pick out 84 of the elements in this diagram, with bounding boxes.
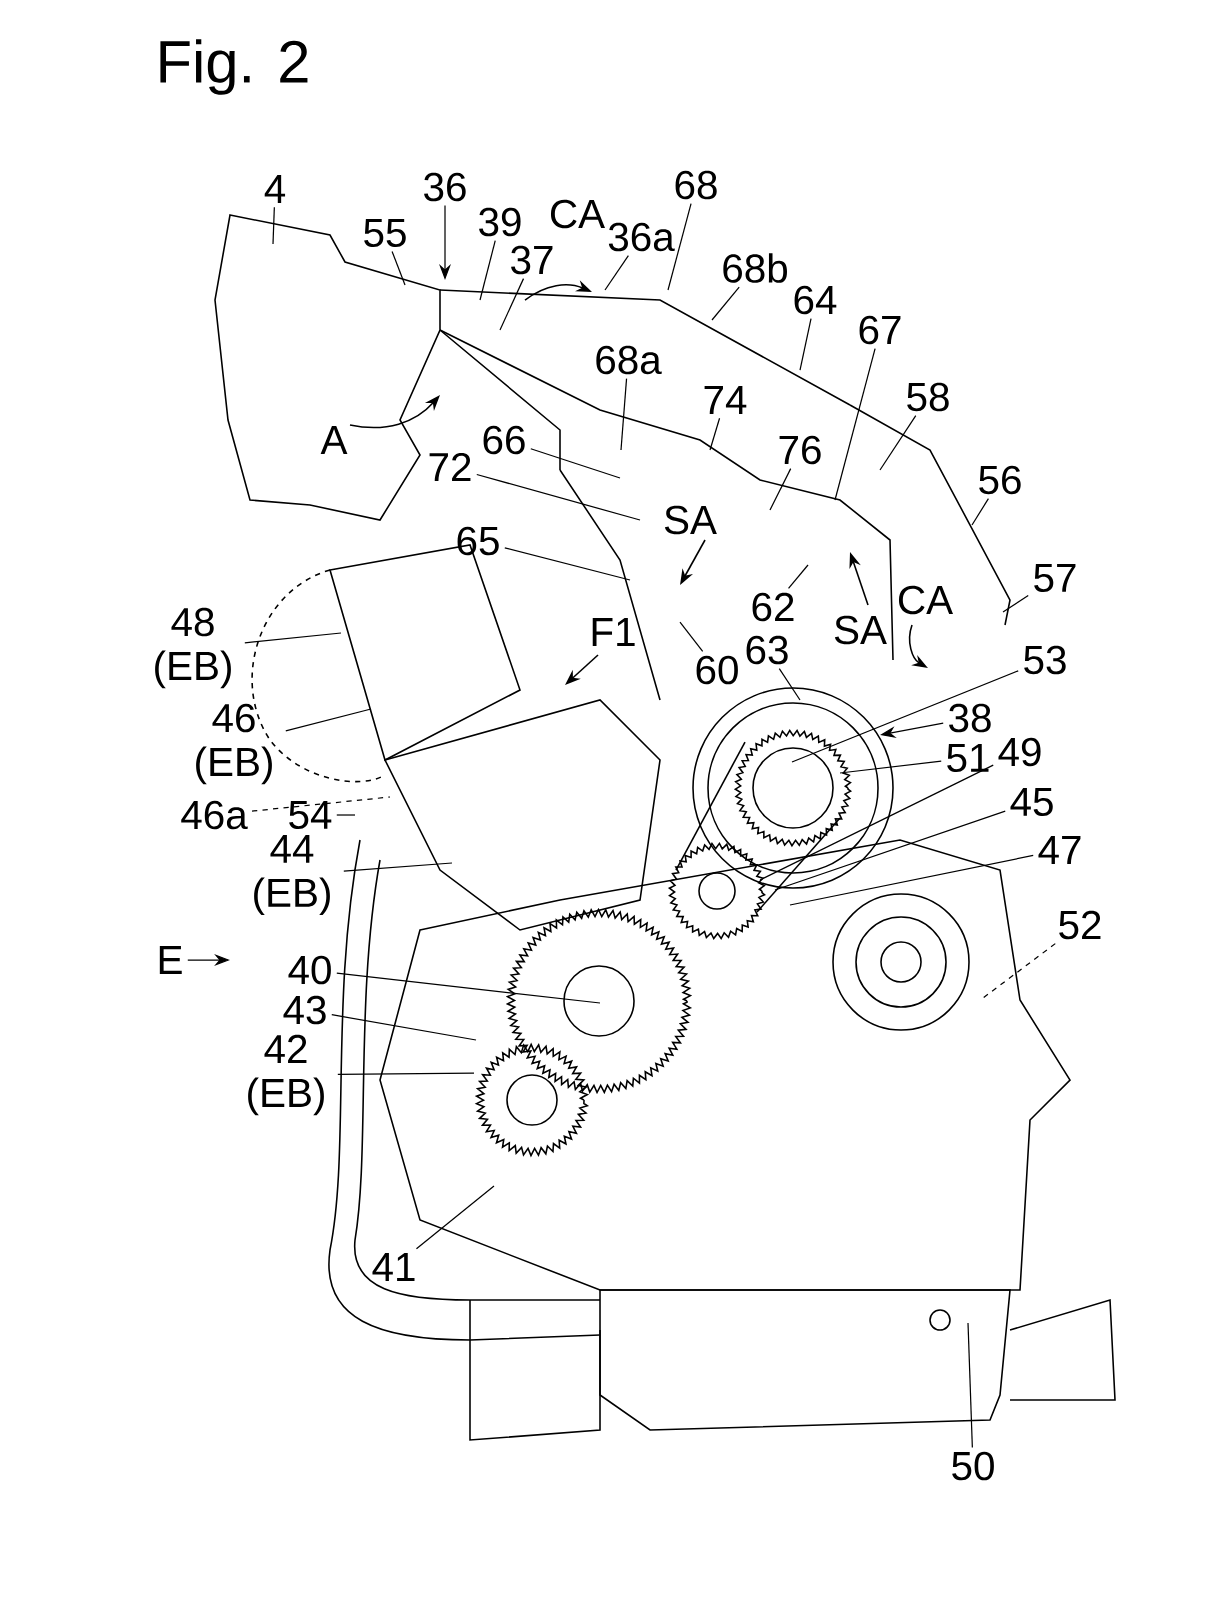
flow-label: SA xyxy=(664,505,717,535)
callout-number: 43 xyxy=(283,995,326,1025)
callout-number: 67 xyxy=(859,315,901,345)
leader-line xyxy=(336,814,356,816)
leader-line xyxy=(791,670,1019,763)
callout-number: 50 xyxy=(952,1451,994,1481)
leader-line xyxy=(415,1185,495,1250)
leader-line xyxy=(251,796,391,812)
callout-number: 64 xyxy=(794,285,837,315)
callout-number: 55 xyxy=(364,218,406,248)
callout-number: 46a xyxy=(181,800,248,830)
leader-line xyxy=(244,632,342,644)
flow-label: A xyxy=(320,426,348,454)
leader-line xyxy=(709,417,721,451)
leader-line xyxy=(499,278,525,331)
callout-number: 54 xyxy=(289,800,332,830)
callout-number: 42 (EB) xyxy=(248,1034,324,1116)
callout-number: 41 xyxy=(372,1253,415,1281)
leader-line xyxy=(834,348,876,501)
callout-number: 47 xyxy=(1038,836,1081,864)
callout-number: 65 xyxy=(457,526,499,556)
callout-number: 76 xyxy=(779,435,821,465)
callout-number: 58 xyxy=(907,382,949,412)
leader-line xyxy=(336,972,601,1004)
leader-line xyxy=(391,250,406,286)
callout-number: 68 xyxy=(675,170,717,200)
callout-number: 57 xyxy=(1034,563,1076,593)
callout-number: 40 xyxy=(288,955,331,985)
callout-number: 72 xyxy=(429,452,471,482)
leader-line xyxy=(967,1322,973,1449)
callout-number: 45 xyxy=(1010,787,1053,817)
callout-number: 53 xyxy=(1024,645,1066,675)
leader-line xyxy=(982,943,1056,999)
callout-number: 68a xyxy=(596,345,662,375)
leader-line xyxy=(343,862,453,872)
callout-number: 66 xyxy=(483,425,525,455)
callout-number: 68b xyxy=(723,253,787,283)
leader-line xyxy=(799,318,812,371)
leader-line xyxy=(769,468,792,511)
leader-line xyxy=(679,621,704,652)
callout-number: 36a xyxy=(608,222,675,252)
callout-number: 62 xyxy=(752,592,794,622)
callout-number: 74 xyxy=(704,386,747,414)
leader-line xyxy=(479,240,496,301)
leader-line xyxy=(667,203,692,291)
leader-line xyxy=(337,1072,475,1076)
flow-label: CA xyxy=(899,585,953,615)
flow-label: CA xyxy=(551,199,605,229)
leader-line xyxy=(620,378,628,451)
leader-line xyxy=(778,668,801,701)
flow-label: F1 xyxy=(592,618,635,646)
callout-number: 38 xyxy=(949,703,991,733)
leader-line xyxy=(787,564,809,589)
figure-title: Fig. 2 xyxy=(160,39,308,95)
leader-line xyxy=(759,764,994,881)
callout-number: 63 xyxy=(746,635,788,665)
leader-line xyxy=(272,206,275,245)
leader-line xyxy=(971,498,990,526)
leader-line xyxy=(879,415,917,471)
leader-line xyxy=(1002,594,1029,613)
callout-number: 46 (EB) xyxy=(196,703,272,785)
callout-number: 56 xyxy=(979,465,1021,495)
callout-number: 60 xyxy=(696,655,738,685)
flow-label: SA xyxy=(834,615,887,645)
leader-line xyxy=(711,286,740,321)
callout-number: 51 xyxy=(947,743,989,773)
leader-line xyxy=(331,1014,477,1041)
leader-line xyxy=(504,547,631,581)
callout-number: E xyxy=(159,946,182,974)
callout-number: 49 xyxy=(998,737,1041,767)
leader-line xyxy=(839,760,942,774)
leader-line xyxy=(285,708,372,732)
leader-line xyxy=(476,473,641,521)
callout-number: 48 (EB) xyxy=(155,607,231,689)
callout-number: 52 xyxy=(1059,910,1101,940)
leader-line xyxy=(789,854,1034,906)
callout-number: 37 xyxy=(511,245,553,275)
callout-number: 4 xyxy=(264,175,286,203)
leader-line xyxy=(774,810,1006,891)
leader-line xyxy=(604,255,629,291)
callout-number: 36 xyxy=(424,172,466,202)
callout-number: 44 (EB) xyxy=(254,834,330,916)
leader-line xyxy=(530,448,621,479)
callout-number: 39 xyxy=(479,207,521,237)
